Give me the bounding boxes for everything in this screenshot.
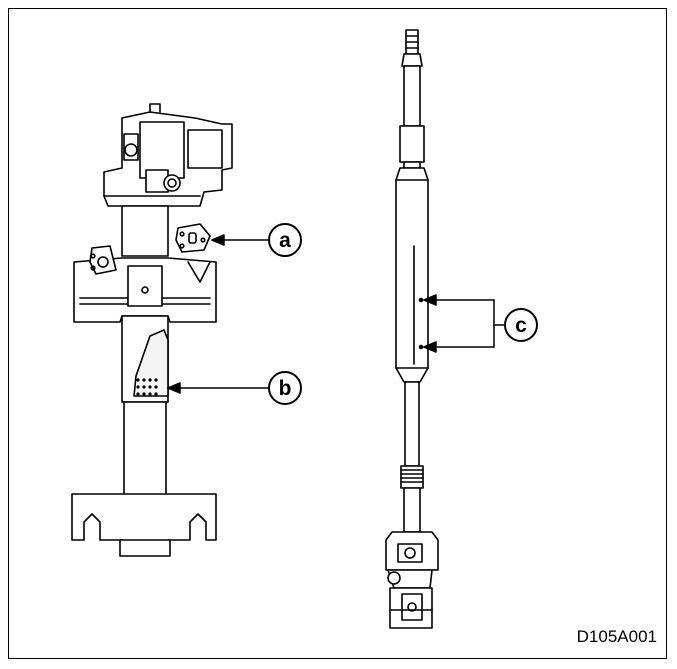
figure-code: D105A001 [576, 627, 657, 646]
callout-leaders [167, 234, 505, 394]
figure-frame [8, 8, 667, 659]
steering-column-illustration [71, 103, 233, 557]
callout-c: c [504, 308, 538, 342]
callout-a: a [268, 223, 302, 257]
bracket-detail-illustration [175, 223, 211, 253]
intermediate-shaft-illustration [385, 29, 439, 629]
callout-b: b [268, 371, 302, 405]
